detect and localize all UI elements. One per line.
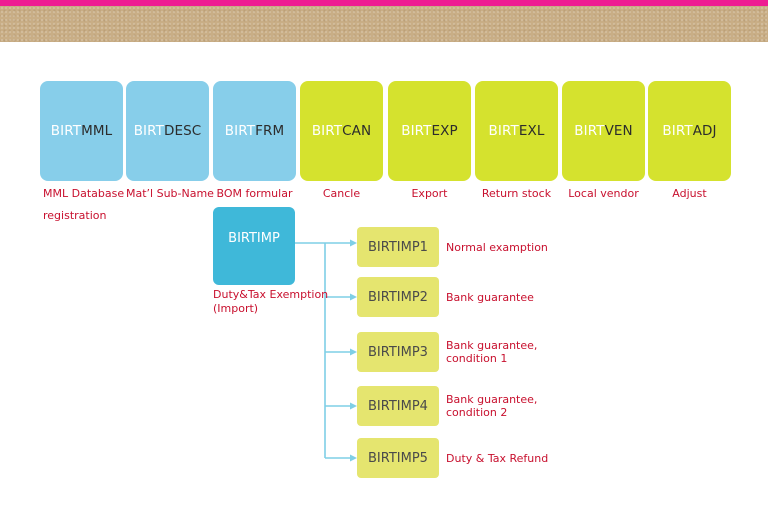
tile-prefix: BIRT xyxy=(50,123,82,139)
sub-label: BIRTIMP3 xyxy=(368,344,428,360)
caption-line: Adjust xyxy=(672,187,707,200)
tile-suffix: VEN xyxy=(604,123,633,139)
desc-line: Bank guarantee xyxy=(446,290,534,304)
tile-birtimp[interactable]: BIRTIMP xyxy=(213,207,295,285)
caption-can: Cancle xyxy=(300,183,383,205)
caption-line: Export xyxy=(411,187,448,200)
sub-desc-2: Bank guarantee xyxy=(446,277,534,317)
sub-label: BIRTIMP4 xyxy=(368,398,428,414)
caption-line: BOM formular xyxy=(216,187,293,200)
caption-exl: Return stock xyxy=(475,183,558,205)
arrowhead-icon xyxy=(350,402,357,410)
arrowhead-icon xyxy=(350,348,357,356)
caption-line: (Import) xyxy=(213,302,259,315)
sub-label: BIRTIMP5 xyxy=(368,450,428,466)
top-accent-bar xyxy=(0,0,768,6)
tile-prefix: BIRT xyxy=(662,123,693,139)
caption-frm: BOM formular xyxy=(213,183,296,205)
arrowhead-icon xyxy=(350,454,357,462)
caption-line: MML Database xyxy=(43,187,125,200)
tile-suffix: MML xyxy=(81,123,113,139)
desc-line: Duty & Tax Refund xyxy=(446,451,549,465)
arrowhead-icon xyxy=(350,239,357,247)
header-texture-band xyxy=(0,6,768,42)
caption-ven: Local vendor xyxy=(562,183,645,205)
desc-line: condition 1 xyxy=(446,352,508,365)
sub-desc-1: Normal examption xyxy=(446,227,548,267)
sub-desc-4: Bank guarantee, condition 2 xyxy=(446,386,537,426)
tile-suffix: CAN xyxy=(342,123,372,139)
sub-label: BIRTIMP1 xyxy=(368,239,428,255)
desc-line: condition 2 xyxy=(446,406,508,419)
caption-line: registration xyxy=(43,209,107,222)
tile-prefix: BIRT xyxy=(133,123,164,139)
tile-suffix: FRM xyxy=(255,123,285,139)
caption-desc: Mat’l Sub-Name xyxy=(126,183,214,205)
tile-suffix: EXP xyxy=(431,123,458,139)
tile-prefix: BIRT xyxy=(311,123,343,139)
caption-line: Return stock xyxy=(481,187,552,200)
caption-imp: Duty&Tax Exemption (Import) xyxy=(213,288,328,316)
imp-label: BIRTIMP xyxy=(228,230,280,246)
tile-suffix: DESC xyxy=(163,123,202,139)
sub-birtimp4[interactable]: BIRTIMP4 xyxy=(357,386,439,426)
sub-birtimp2[interactable]: BIRTIMP2 xyxy=(357,277,439,317)
sub-label: BIRTIMP2 xyxy=(368,289,428,305)
arrowhead-icon xyxy=(350,293,357,301)
sub-birtimp5[interactable]: BIRTIMP5 xyxy=(357,438,439,478)
caption-line: Cancle xyxy=(322,187,361,200)
sub-desc-3: Bank guarantee, condition 1 xyxy=(446,332,537,372)
sub-desc-5: Duty & Tax Refund xyxy=(446,438,548,478)
tile-suffix: EXL xyxy=(518,123,545,139)
tile-prefix: BIRT xyxy=(574,123,605,139)
desc-line: Normal examption xyxy=(446,240,548,254)
caption-adj: Adjust xyxy=(648,183,731,205)
tile-prefix: BIRT xyxy=(401,123,432,139)
sub-birtimp3[interactable]: BIRTIMP3 xyxy=(357,332,439,372)
sub-birtimp1[interactable]: BIRTIMP1 xyxy=(357,227,439,267)
tile-suffix: ADJ xyxy=(692,123,717,139)
desc-line: Bank guarantee, xyxy=(446,393,538,406)
tile-prefix: BIRT xyxy=(224,123,256,139)
tile-prefix: BIRT xyxy=(488,123,519,139)
desc-line: Bank guarantee, xyxy=(446,339,538,352)
caption-exp: Export xyxy=(388,183,471,205)
caption-mml: MML Database registration xyxy=(43,183,124,227)
caption-line: Local vendor xyxy=(568,187,639,200)
caption-line: Mat’l Sub-Name xyxy=(126,187,214,200)
caption-line: Duty&Tax Exemption xyxy=(213,288,329,301)
